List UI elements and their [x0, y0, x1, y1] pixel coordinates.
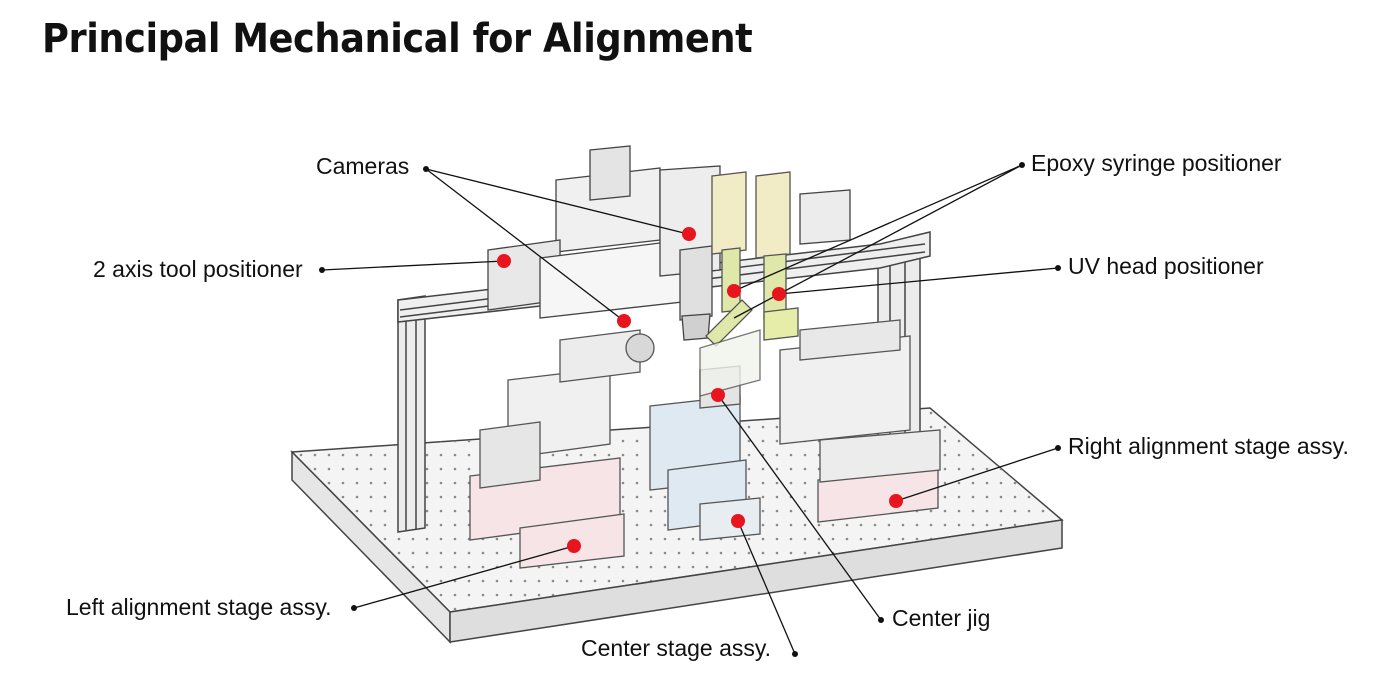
marker-camera-lower [617, 314, 631, 328]
label-left-alignment-stage: Left alignment stage assy. [66, 594, 332, 620]
right-stage [779, 319, 941, 523]
marker-camera-upper [682, 227, 696, 241]
label-2-axis-tool-positioner: 2 axis tool positioner [93, 256, 303, 282]
left-stage [469, 329, 655, 569]
label-center-stage: Center stage assy. [581, 635, 772, 661]
center-stage [649, 329, 761, 541]
leader-lines [321, 164, 1059, 655]
label-right-alignment-stage: Right alignment stage assy. [1068, 433, 1349, 459]
marker-tool-positioner [497, 254, 511, 268]
page-title: Principal Mechanical for Alignment [42, 16, 753, 62]
marker-epoxy-positioner [727, 284, 741, 298]
marker-center-jig [711, 388, 725, 402]
label-center-jig: Center jig [892, 605, 991, 631]
label-uv-head-positioner: UV head positioner [1068, 253, 1264, 279]
marker-center-stage [731, 514, 745, 528]
upper-carriage [487, 145, 851, 341]
label-epoxy-syringe-positioner: Epoxy syringe positioner [1031, 150, 1282, 176]
marker-left-stage [567, 539, 581, 553]
leader-endpoints [319, 162, 1061, 657]
marker-right-stage [889, 494, 903, 508]
dispensing-heads [705, 171, 799, 347]
part-markers [497, 227, 903, 553]
marker-uv-head [772, 287, 786, 301]
label-cameras: Cameras [316, 153, 410, 179]
